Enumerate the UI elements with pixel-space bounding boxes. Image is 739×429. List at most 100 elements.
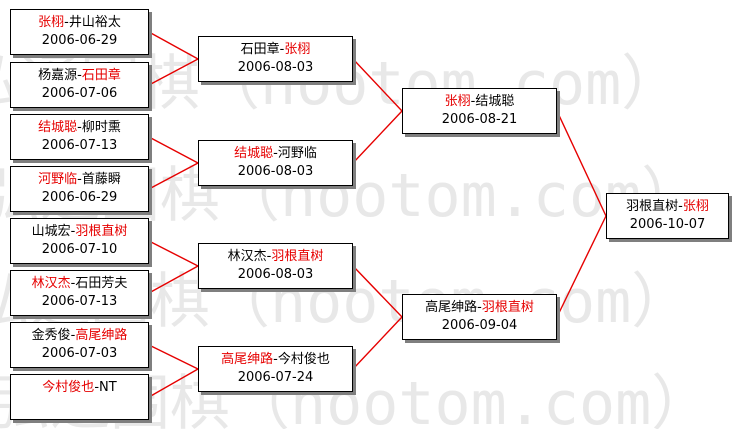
matchup-line: 张栩-结城聪 <box>403 93 556 111</box>
player-b-name: 张栩 <box>284 42 311 57</box>
connector-line <box>556 110 607 217</box>
separator: - <box>70 224 76 239</box>
separator: - <box>678 199 683 214</box>
player-a-name: 张栩 <box>38 15 65 30</box>
separator: - <box>77 120 82 135</box>
separator: - <box>273 352 278 367</box>
player-b-name: 今村俊也 <box>277 352 330 367</box>
match-date <box>11 397 148 415</box>
connector-line <box>352 265 403 318</box>
player-a-name: 今村俊也 <box>42 380 95 395</box>
player-a-name: 林汉杰 <box>31 276 71 291</box>
player-a-name: 杨嘉源 <box>38 68 78 83</box>
matchup-line: 杨嘉源-石田章 <box>11 67 148 85</box>
match-date: 2006-07-24 <box>237 370 314 385</box>
separator: - <box>77 68 82 83</box>
player-b-name: 首藤瞬 <box>81 172 121 187</box>
player-b-name: 羽根直树 <box>481 300 534 315</box>
separator: - <box>70 328 76 343</box>
connector-line <box>148 162 199 190</box>
player-b-name: NT <box>99 380 117 395</box>
round-1-match-box: 今村俊也-NT <box>10 374 149 420</box>
matchup-line: 石田章-张栩 <box>199 41 352 59</box>
match-date: 2006-09-04 <box>441 318 518 333</box>
separator: - <box>266 249 272 264</box>
player-b-name: 石田芳夫 <box>75 276 128 291</box>
matchup-line: 林汉杰-石田芳夫 <box>11 275 148 293</box>
connector-line <box>148 136 199 164</box>
connector-line <box>352 58 403 112</box>
player-a-name: 张栩 <box>444 94 471 109</box>
connector-line <box>148 240 199 267</box>
match-date: 2006-07-06 <box>41 86 118 101</box>
player-b-name: 羽根直树 <box>75 224 128 239</box>
match-date: 2006-06-29 <box>41 33 118 48</box>
match-date: 2006-07-13 <box>41 294 118 309</box>
match-date: 2006-06-29 <box>41 190 118 205</box>
matchup-line: 林汉杰-羽根直树 <box>199 248 352 266</box>
player-a-name: 金秀俊 <box>31 328 71 343</box>
separator: - <box>470 94 476 109</box>
connector-line <box>148 344 199 370</box>
player-a-name: 高尾绅路 <box>425 300 478 315</box>
player-b-name: 井山裕太 <box>68 15 121 30</box>
player-b-name: 柳时熏 <box>81 120 121 135</box>
player-a-name: 石田章 <box>240 42 280 57</box>
match-date: 2006-08-03 <box>237 60 314 75</box>
separator: - <box>94 380 100 395</box>
player-a-name: 山城宏 <box>31 224 71 239</box>
player-a-name: 结城聪 <box>234 146 274 161</box>
matchup-line: 张栩-井山裕太 <box>11 14 148 32</box>
connector-line <box>148 58 199 86</box>
matchup-line: 结城聪-柳时熏 <box>11 119 148 137</box>
player-b-name: 石田章 <box>81 68 121 83</box>
separator: - <box>477 300 482 315</box>
separator: - <box>279 42 285 57</box>
matchup-line: 羽根直树-张栩 <box>607 198 728 216</box>
connector-line <box>148 31 199 60</box>
match-date: 2006-08-03 <box>237 164 314 179</box>
matchup-line: 高尾绅路-羽根直树 <box>403 299 556 317</box>
separator: - <box>77 172 82 187</box>
connector-line <box>352 110 403 164</box>
player-b-name: 高尾绅路 <box>75 328 128 343</box>
player-a-name: 结城聪 <box>38 120 78 135</box>
player-b-name: 羽根直树 <box>271 249 324 264</box>
match-date: 2006-07-03 <box>41 346 118 361</box>
player-a-name: 羽根直树 <box>626 199 679 214</box>
connector-line <box>556 215 607 318</box>
matchup-line: 高尾绅路-今村俊也 <box>199 351 352 369</box>
match-date: 2006-07-10 <box>41 242 118 257</box>
match-date: 2006-10-07 <box>629 217 706 232</box>
player-a-name: 林汉杰 <box>227 249 267 264</box>
player-b-name: 河野临 <box>277 146 317 161</box>
separator: - <box>64 15 69 30</box>
separator: - <box>70 276 76 291</box>
connector-line <box>352 316 403 370</box>
match-date: 2006-08-03 <box>237 267 314 282</box>
connector-line <box>148 265 199 294</box>
matchup-line: 山城宏-羽根直树 <box>11 223 148 241</box>
matchup-line: 结城聪-河野临 <box>199 145 352 163</box>
player-b-name: 结城聪 <box>475 94 515 109</box>
match-date: 2006-07-13 <box>41 138 118 153</box>
player-a-name: 高尾绅路 <box>221 352 274 367</box>
separator: - <box>273 146 278 161</box>
matchup-line: 金秀俊-高尾绅路 <box>11 327 148 345</box>
